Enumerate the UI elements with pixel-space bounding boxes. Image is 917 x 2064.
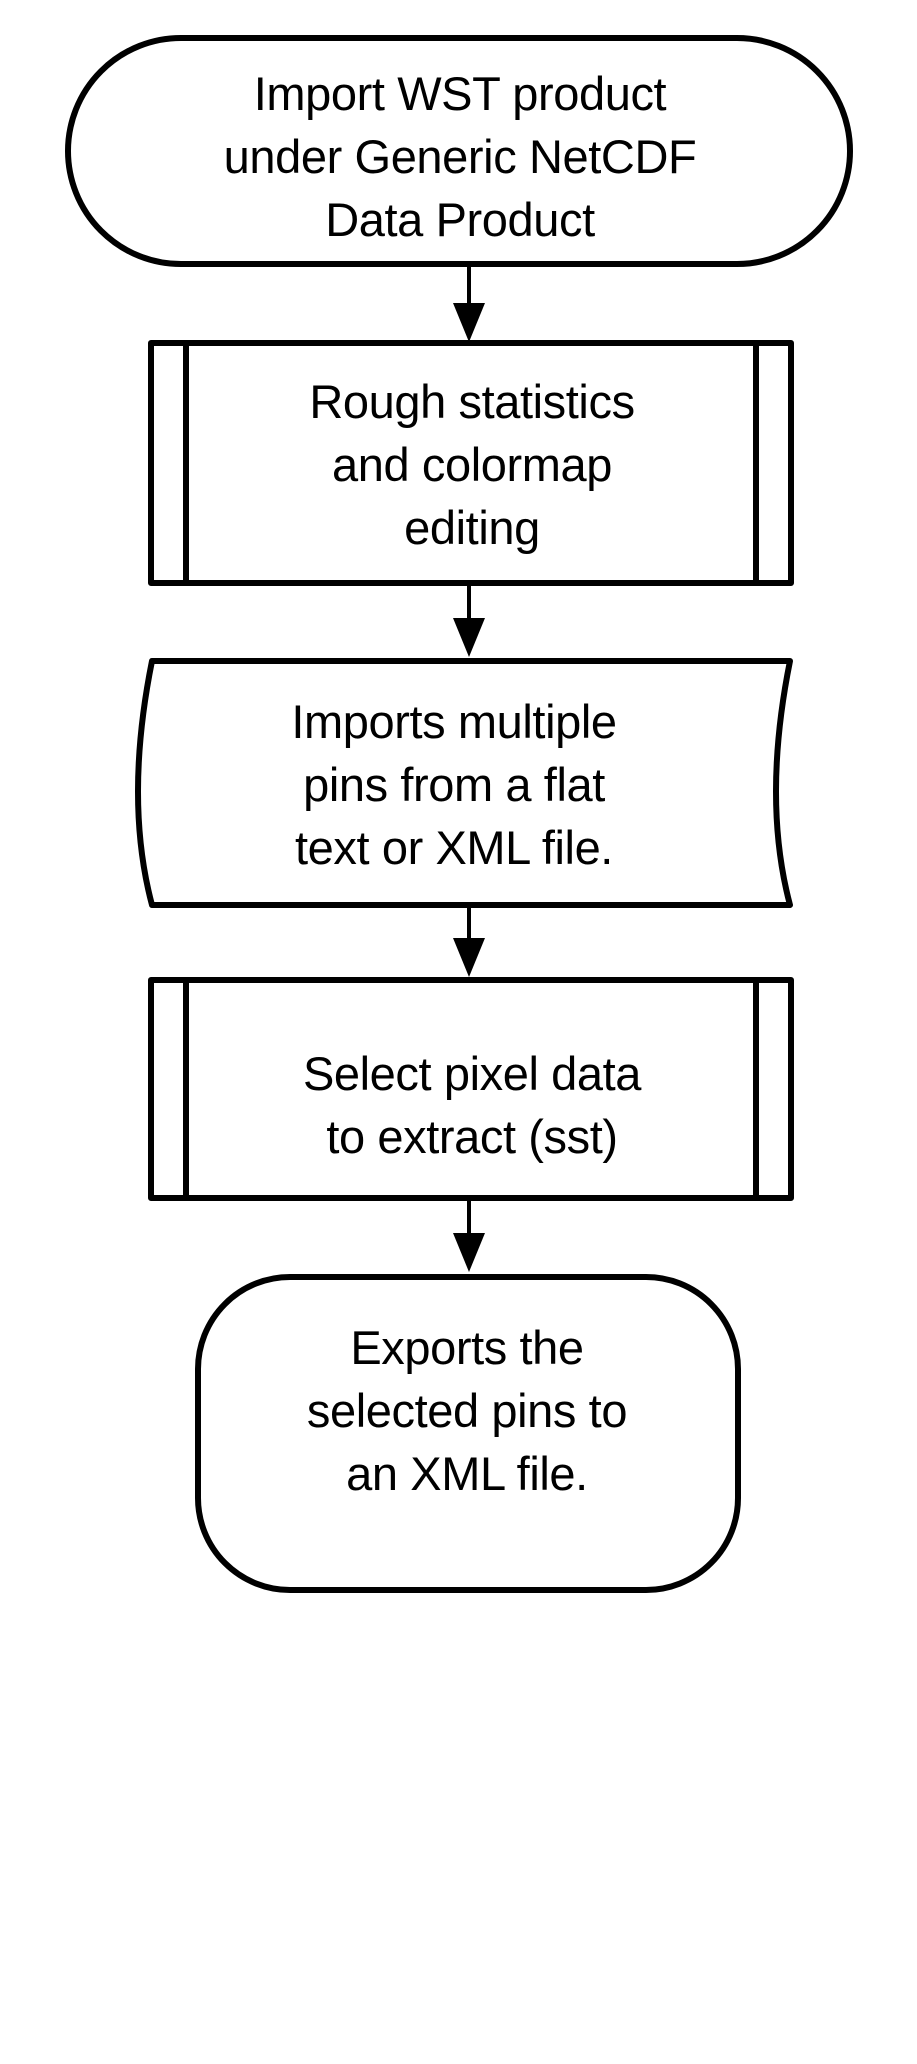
stadium-shape bbox=[195, 1274, 741, 1593]
node-import-wst[interactable] bbox=[65, 35, 853, 267]
subroutine-shape bbox=[148, 340, 794, 586]
document-shape bbox=[135, 658, 793, 908]
down-arrow-icon bbox=[453, 938, 485, 977]
stadium-shape bbox=[65, 35, 853, 267]
node-import-pins[interactable] bbox=[135, 658, 793, 908]
subroutine-shape bbox=[148, 977, 794, 1201]
edge-rough-stats-to-import-pins bbox=[453, 586, 485, 657]
down-arrow-icon bbox=[453, 1233, 485, 1272]
node-select-pixel[interactable] bbox=[148, 977, 794, 1201]
edge-import-wst-to-rough-stats bbox=[453, 266, 485, 342]
node-export-pins[interactable] bbox=[195, 1274, 741, 1593]
node-rough-stats[interactable] bbox=[148, 340, 794, 586]
edge-select-pixel-to-export-pins bbox=[453, 1201, 485, 1272]
edge-import-pins-to-select-pixel bbox=[453, 905, 485, 977]
down-arrow-icon bbox=[453, 618, 485, 657]
down-arrow-icon bbox=[453, 303, 485, 342]
